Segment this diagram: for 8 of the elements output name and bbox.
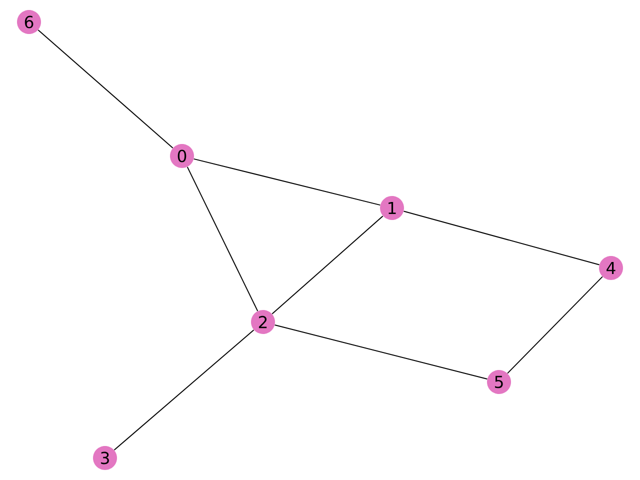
edge-line [272, 216, 384, 314]
edge-line [38, 30, 174, 148]
edge-line [193, 158, 381, 206]
edge-line [186, 166, 258, 312]
edge-line [507, 276, 603, 374]
edge-line [274, 324, 488, 380]
edge-line [403, 210, 600, 266]
edge-line [114, 329, 254, 451]
